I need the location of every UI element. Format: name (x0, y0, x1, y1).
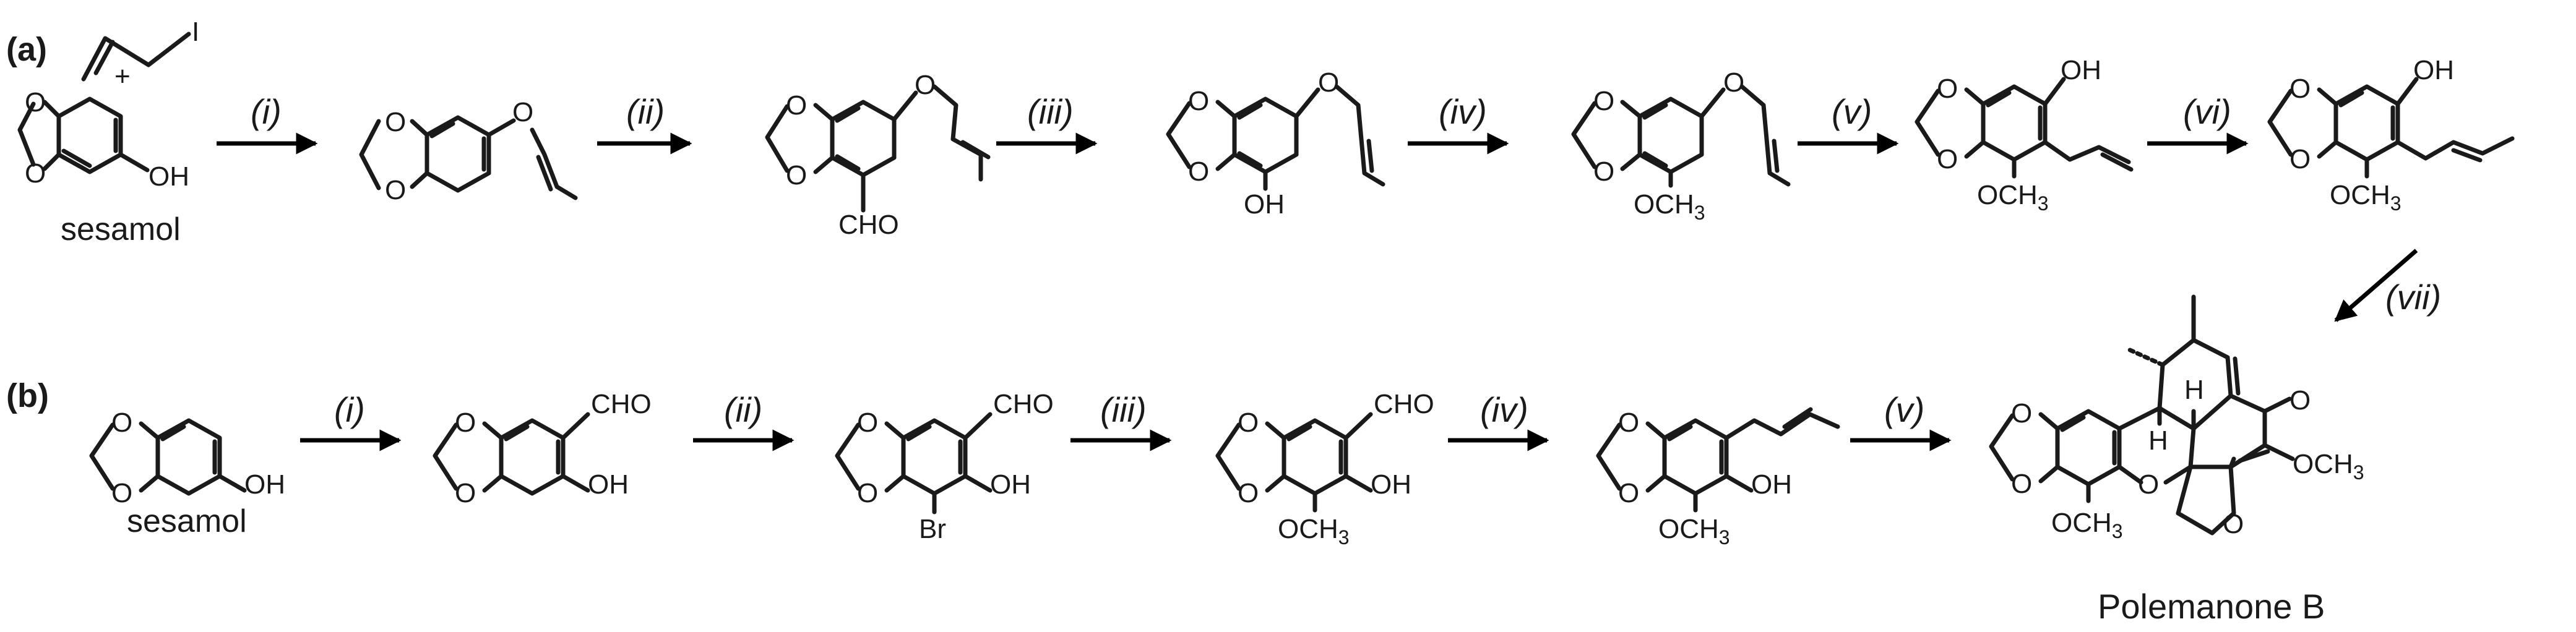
methoxy-group: OCH3 (2293, 449, 2364, 484)
ether-oxygen: O (512, 97, 533, 127)
ring-oxygen: O (1188, 156, 1209, 187)
plus-sign: + (114, 61, 131, 92)
ring-oxygen: O (111, 478, 132, 508)
step-label-v-b: (v) (1884, 390, 1924, 429)
sesamol-b: O O OH (89, 408, 285, 508)
step-label-iii-a: (iii) (1027, 92, 1074, 131)
hydroxy-aldehyde: O O CHO OH (433, 389, 652, 508)
formyl-group: CHO (1374, 389, 1434, 419)
panel-label-a: (a) (6, 31, 47, 68)
propenyl-ether: O O O (359, 97, 578, 205)
reaction-arrow-vii (2334, 249, 2418, 322)
hydroxyl-group: OH (588, 469, 629, 500)
methoxy-propenyl-ether: O O O OCH3 (1571, 67, 1791, 224)
step-label-vii: (vii) (2385, 278, 2441, 317)
methoxy-hydroxy-aldehyde: O O CHO OH OCH3 (1215, 389, 1434, 549)
step-label-i-b: (i) (334, 390, 365, 429)
propenyl-phenol: O O OH OCH3 (2267, 55, 2515, 215)
ring-oxygen: O (385, 175, 406, 205)
hydrogen-atom: H (2148, 425, 2168, 456)
hydroxyl-group: OH (149, 161, 189, 192)
ring-oxygen: O (2290, 74, 2311, 104)
ether-oxygen: O (1723, 67, 1744, 98)
bromo-hydroxy-aldehyde: O O CHO OH Br (835, 389, 1054, 544)
formyl-group: CHO (591, 389, 652, 419)
formyl-group: CHO (838, 210, 899, 240)
iodine-atom: I (192, 17, 199, 47)
product-name: Polemanone B (2098, 587, 2325, 626)
ring-oxygen: O (25, 158, 46, 189)
ring-oxygen: O (1593, 86, 1614, 116)
hydroxyl-group: OH (2413, 55, 2454, 85)
panel-label-b: (b) (6, 377, 49, 414)
allyl-phenol: O O OH OCH3 (1915, 55, 2134, 215)
ring-oxygen: O (1238, 408, 1259, 438)
methoxy-group: OCH3 (1278, 514, 1350, 549)
ring-oxygen: O (1937, 144, 1958, 174)
ring-oxygen: O (1238, 478, 1259, 508)
methoxy-group: OCH3 (1634, 189, 1705, 224)
bromine-atom: Br (919, 514, 946, 544)
hydroxyl-group: OH (1244, 189, 1285, 220)
ring-oxygen: O (1618, 478, 1639, 508)
ring-oxygen: O (1618, 408, 1639, 438)
ring-oxygen: O (25, 87, 46, 117)
step-label-vi-a: (vi) (2183, 92, 2231, 131)
hydroxyl-group: OH (1371, 469, 1411, 500)
step-label-v-a: (v) (1832, 92, 1872, 131)
ether-oxygen: O (915, 70, 936, 100)
allyl-iodide: I (81, 17, 199, 82)
ring-oxygen: O (1188, 86, 1209, 116)
hydrogen-atom: H (2184, 375, 2204, 405)
methoxy-group: OCH3 (1658, 514, 1730, 549)
ring-oxygen: O (786, 160, 807, 190)
ring-oxygen: O (786, 90, 807, 121)
ketone-oxygen: O (2290, 385, 2311, 416)
step-label-iii-b: (iii) (1100, 390, 1147, 429)
step-label-ii-a: (ii) (626, 92, 665, 131)
methoxy-group: OCH3 (2330, 180, 2402, 215)
ether-oxygen: O (1318, 67, 1339, 98)
propenyl-methoxy-phenol: O O OH OCH3 (1596, 407, 1840, 549)
hydroxy-propenyl-ether: O O O OH (1166, 67, 1385, 220)
step-label-ii-b: (ii) (724, 390, 762, 429)
ring-oxygen: O (455, 408, 476, 438)
ring-oxygen: O (1937, 74, 1958, 104)
ring-oxygen: O (455, 478, 476, 508)
sesamol-a: O O OH (17, 87, 189, 192)
ring-oxygen: O (1593, 156, 1614, 187)
hydroxyl-group: OH (2061, 55, 2101, 85)
sesamol-caption-a: sesamol (61, 211, 181, 247)
hydroxyl-group: OH (244, 469, 285, 500)
hydroxyl-group: OH (990, 469, 1031, 500)
methoxy-group: OCH3 (1977, 180, 2049, 215)
formyl-group: CHO (993, 389, 1054, 419)
step-label-iv-a: (iv) (1439, 92, 1487, 131)
allyl-ether-aldehyde: O O O CHO (765, 70, 991, 240)
step-label-i-a: (i) (251, 92, 282, 131)
methoxy-group: OCH3 (2051, 508, 2123, 542)
step-label-iv-b: (iv) (1480, 390, 1528, 429)
ring-oxygen: O (2011, 398, 2032, 429)
ring-oxygen: O (2011, 469, 2032, 499)
hydroxyl-group: OH (1751, 469, 1792, 500)
ring-oxygen: O (111, 408, 132, 438)
polemanone-b-structure: O O OCH3 O H H O OCH3 O Polemanone B (1989, 294, 2364, 626)
ring-oxygen: O (2290, 144, 2311, 174)
sesamol-caption-b: sesamol (127, 503, 247, 539)
ring-oxygen: O (857, 408, 878, 438)
pyran-oxygen: O (2138, 469, 2159, 500)
bridge-oxygen: O (2223, 509, 2244, 539)
ring-oxygen: O (385, 107, 406, 137)
ring-oxygen: O (857, 478, 878, 508)
